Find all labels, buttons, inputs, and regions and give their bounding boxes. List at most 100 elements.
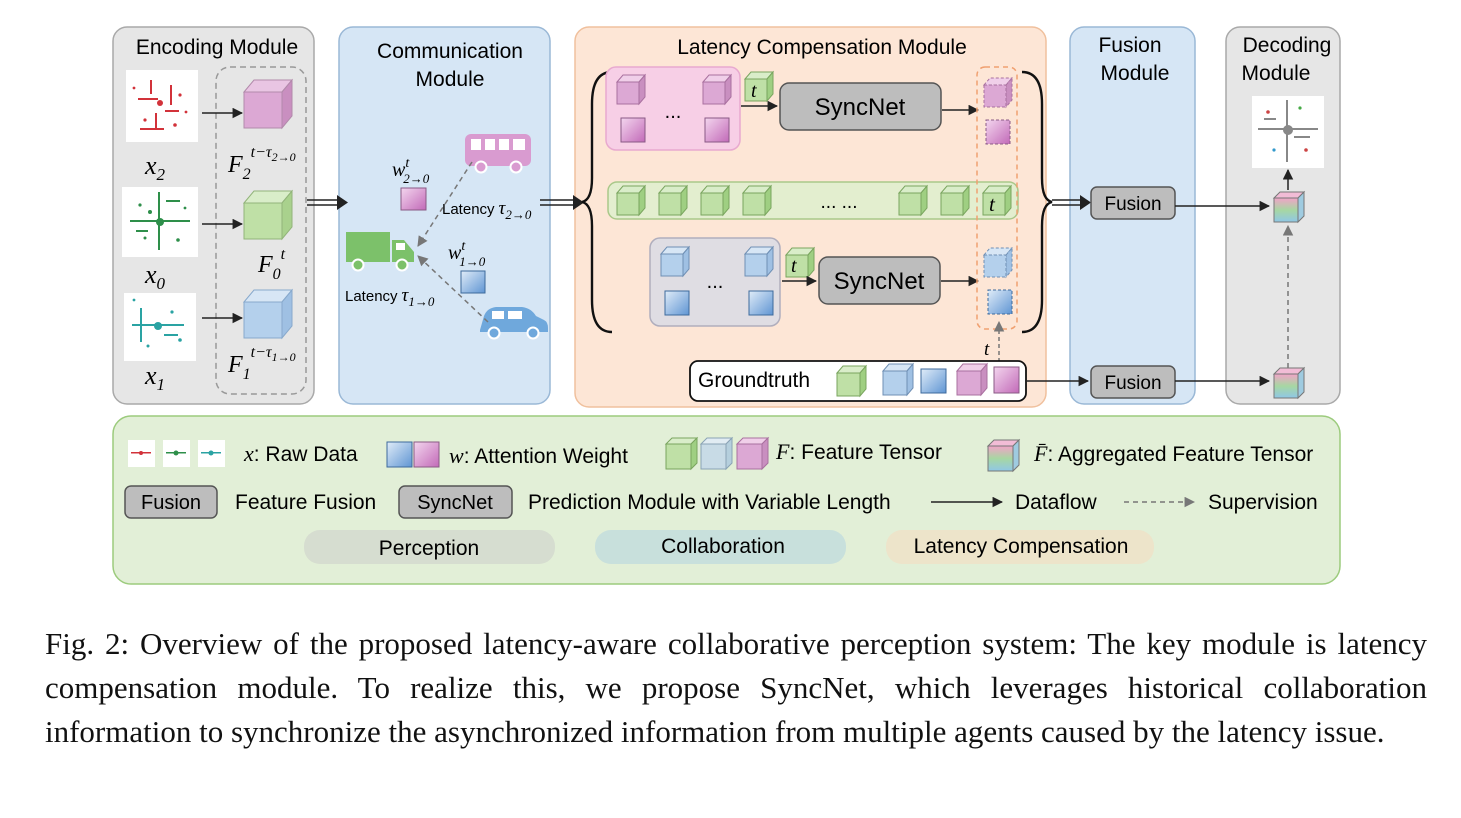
x0-label: x0	[144, 260, 166, 293]
legend-latency-compensation: Latency Compensation	[914, 535, 1129, 558]
legend-weight-blue	[386, 441, 413, 468]
feature-cube-f2	[242, 78, 294, 130]
groundtruth-cube-pink	[955, 362, 989, 397]
t-label-supervision: t	[984, 339, 990, 360]
ego-cube	[699, 184, 731, 217]
predicted-cube-agent2	[982, 76, 1014, 109]
agent1-ellipsis: ...	[707, 271, 724, 293]
latency-module-title: Latency Compensation Module	[677, 36, 967, 59]
legend-weight-pink	[413, 441, 440, 468]
legend-collaboration-chip	[595, 530, 846, 564]
agent1-weight-2	[748, 290, 774, 316]
feature-cube-f0	[242, 189, 294, 241]
groundtruth-label: Groundtruth	[698, 369, 810, 392]
communication-to-latency-arrow	[540, 195, 584, 210]
raw-data-x1-image	[124, 293, 196, 361]
latency-arrow-bus-to-truck	[417, 161, 473, 247]
groundtruth-weight-blue	[920, 368, 947, 394]
predicted-cube-agent1	[982, 246, 1014, 279]
legend-syncnet-button-label: SyncNet	[417, 492, 493, 514]
syncnet-button-top[interactable]	[779, 82, 942, 131]
agent1-cube-1	[659, 245, 691, 278]
car-icon	[480, 307, 548, 340]
attention-weight-w1	[460, 270, 486, 294]
fusion-button-bottom[interactable]	[1090, 365, 1176, 399]
decoding-module-title-2: Module	[1242, 62, 1311, 85]
latency-to-fusion-arrow	[1052, 195, 1091, 210]
fusion-module-title-1: Fusion	[1098, 34, 1161, 57]
legend-prediction-module: Prediction Module with Variable Length	[528, 491, 891, 514]
predicted-weight-agent2	[985, 119, 1011, 145]
ego-cubes	[615, 184, 1013, 217]
legend-feature-cubes	[664, 436, 770, 471]
predicted-weight-agent1	[987, 289, 1013, 315]
agent2-ellipsis: ...	[665, 101, 682, 123]
communication-module-title-1: Communication	[377, 40, 523, 63]
agent2-weight-1	[620, 117, 646, 143]
architecture-diagram: Encoding Module Communication Module Lat…	[112, 26, 1341, 585]
legend-latency-chip	[886, 530, 1154, 564]
fusion-label-bottom: Fusion	[1104, 373, 1161, 394]
legend-perception: Perception	[379, 537, 479, 560]
encoding-to-communication-arrow	[307, 195, 348, 210]
feature-cube-f1	[242, 288, 294, 340]
agent1-cube-2	[743, 245, 775, 278]
legend-supervision: Supervision	[1208, 491, 1318, 514]
decoded-output-image	[1252, 96, 1324, 168]
legend-raw-data: x: Raw Data	[243, 441, 358, 466]
decoding-module-title-1: Decoding	[1243, 34, 1332, 57]
ego-ellipsis: ... ...	[821, 192, 858, 213]
f2-label: F2t−τ2→0	[227, 144, 296, 183]
encoder-dashed-group	[215, 66, 307, 395]
agent2-cube-2	[701, 73, 733, 106]
x2-label: x2	[144, 151, 166, 184]
ego-cube	[741, 184, 773, 217]
aggregated-feature-top	[1272, 190, 1306, 224]
legend-dataflow: Dataflow	[1015, 491, 1098, 514]
bus-icon	[465, 134, 531, 174]
groundtruth-weight-pink	[993, 366, 1020, 394]
legend-fusion-button	[124, 485, 218, 519]
ego-cube	[981, 184, 1013, 217]
encoding-module-title: Encoding Module	[136, 36, 298, 59]
t-label-bottom: t	[791, 255, 797, 277]
latency-arrow-car-to-truck	[417, 255, 489, 323]
groundtruth-cube-green	[835, 364, 868, 398]
aggregated-feature-bottom	[1272, 366, 1306, 400]
t-box-top	[743, 70, 775, 103]
communication-module-title-2: Module	[416, 68, 485, 91]
raw-data-x2-image	[126, 70, 198, 142]
legend-fusion-button-label: Fusion	[141, 492, 201, 514]
fusion-module-title-2: Module	[1101, 62, 1170, 85]
f1-label: F1t−τ1→0	[227, 344, 296, 383]
attention-weight-w2	[400, 187, 427, 211]
legend-perception-chip	[304, 530, 555, 564]
agent2-weight-2	[704, 117, 730, 143]
legend-aggregated-tensor: F̄: Aggregated Feature Tensor	[1033, 441, 1313, 466]
left-brace	[581, 70, 613, 334]
agent1-weight-1	[664, 290, 690, 316]
legend-collaboration: Collaboration	[661, 535, 785, 558]
raw-data-x0-image	[122, 187, 198, 257]
ego-cube	[939, 184, 971, 217]
fusion-button-top[interactable]	[1090, 186, 1176, 220]
syncnet-button-bottom[interactable]	[818, 256, 941, 305]
agent2-cube-1	[615, 73, 647, 106]
ego-cube	[897, 184, 929, 217]
figure-caption: Fig. 2: Overview of the proposed latency…	[45, 626, 1427, 749]
syncnet-label-top: SyncNet	[815, 94, 906, 121]
legend-feature-fusion: Feature Fusion	[235, 491, 376, 514]
t-box-bottom	[784, 246, 816, 279]
t-label-top: t	[751, 80, 757, 102]
legend-syncnet-button	[398, 485, 513, 519]
ego-cube	[657, 184, 689, 217]
right-brace	[1021, 70, 1053, 334]
ego-cube	[615, 184, 647, 217]
fusion-label-top: Fusion	[1104, 194, 1161, 215]
syncnet-label-bottom: SyncNet	[834, 268, 925, 295]
legend-feature-tensor: F: Feature Tensor	[775, 439, 942, 464]
legend-attention-weight: w: Attention Weight	[449, 443, 628, 468]
